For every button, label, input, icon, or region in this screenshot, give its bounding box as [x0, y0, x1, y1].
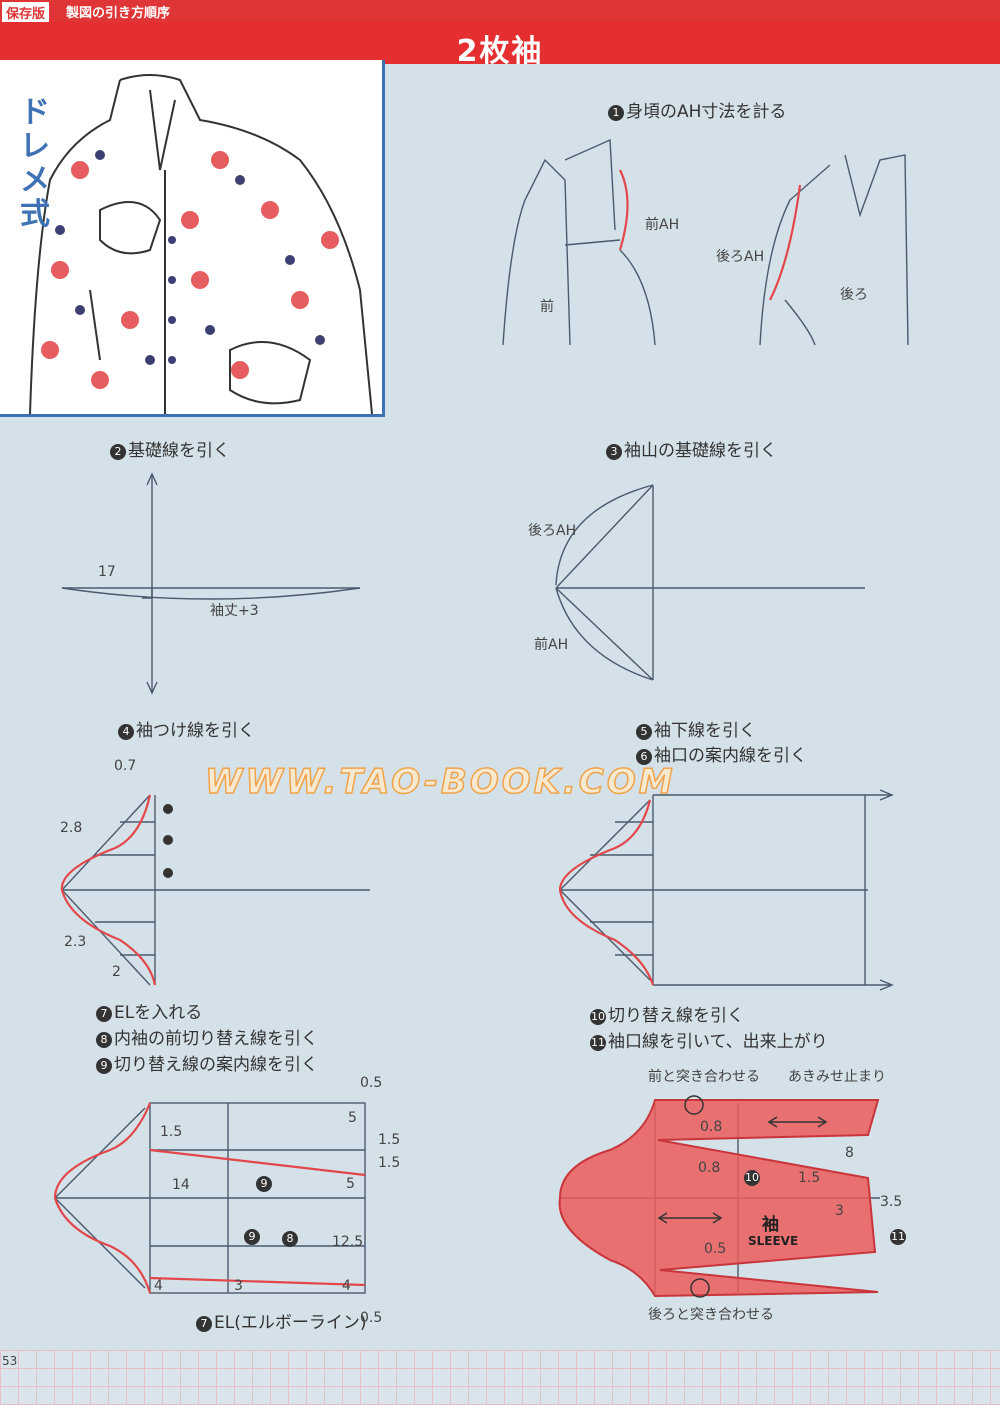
marker-9b: 9 — [244, 1229, 262, 1245]
label-c15a: 1.5 — [160, 1124, 183, 1140]
label-17: 17 — [98, 564, 116, 580]
label-vent-stop: あきみせ止まり — [788, 1069, 886, 1085]
label-basic-front-ah: 前AH — [534, 637, 569, 653]
label-front-match: 前と突き合わせる — [648, 1069, 760, 1085]
label-125: 12.5 — [332, 1234, 364, 1250]
label-front-ah: 前AH — [645, 217, 680, 233]
label-c5a: 5 — [348, 1110, 357, 1126]
label-c15b: 1.5 — [378, 1132, 401, 1148]
label-28: 2.8 — [60, 820, 83, 836]
jacket-drawing — [29, 74, 373, 414]
marker-11: 11 — [890, 1229, 906, 1245]
label-f08a: 0.8 — [700, 1119, 723, 1135]
marker-8: 8 — [282, 1231, 300, 1247]
jacket-illustration — [0, 60, 385, 417]
label-2: 2 — [112, 964, 121, 980]
label-14: 14 — [172, 1177, 190, 1193]
section-title: 製図の引き方順序 — [66, 6, 171, 21]
keep-tag: 保存版 — [2, 2, 50, 23]
label-sleeve-jp: 袖 — [762, 1215, 779, 1235]
top-bar: 保存版 製図の引き方順序 — [0, 0, 1000, 23]
label-f15: 1.5 — [798, 1170, 821, 1186]
label-07: 0.7 — [114, 758, 137, 774]
page-number: 53 — [2, 1354, 18, 1368]
label-front: 前 — [540, 299, 554, 315]
label-sleeve-en: SLEEVE — [748, 1234, 799, 1248]
watermark: WWW.TAO-BOOK.COM — [204, 761, 676, 803]
method-label: ドレメ式 — [20, 95, 50, 232]
page-title: 2枚袖 — [456, 34, 544, 69]
label-c05t: 0.5 — [360, 1075, 383, 1091]
label-f05: 0.5 — [704, 1241, 727, 1257]
marker-9a: 9 — [256, 1176, 274, 1192]
label-f35: 3.5 — [880, 1194, 903, 1210]
label-c15c: 1.5 — [378, 1155, 401, 1171]
label-f3: 3 — [835, 1203, 844, 1219]
label-c5b: 5 — [346, 1176, 355, 1192]
title-bar: 2枚袖 — [0, 22, 1000, 69]
label-back-ah: 後ろAH — [716, 249, 765, 265]
label-sleeve-length: 袖丈+3 — [210, 603, 259, 619]
label-c05b: 0.5 — [360, 1310, 383, 1326]
label-back-match: 後ろと突き合わせる — [648, 1307, 774, 1323]
label-f08b: 0.8 — [698, 1160, 721, 1176]
label-c4b: 4 — [342, 1278, 351, 1294]
label-23: 2.3 — [64, 934, 87, 950]
label-back: 後ろ — [840, 287, 868, 303]
label-c4a: 4 — [154, 1278, 163, 1294]
label-basic-back-ah: 後ろAH — [528, 523, 577, 539]
label-f8: 8 — [845, 1145, 854, 1161]
label-c3: 3 — [234, 1278, 243, 1294]
marker-10: 10 — [744, 1170, 760, 1186]
